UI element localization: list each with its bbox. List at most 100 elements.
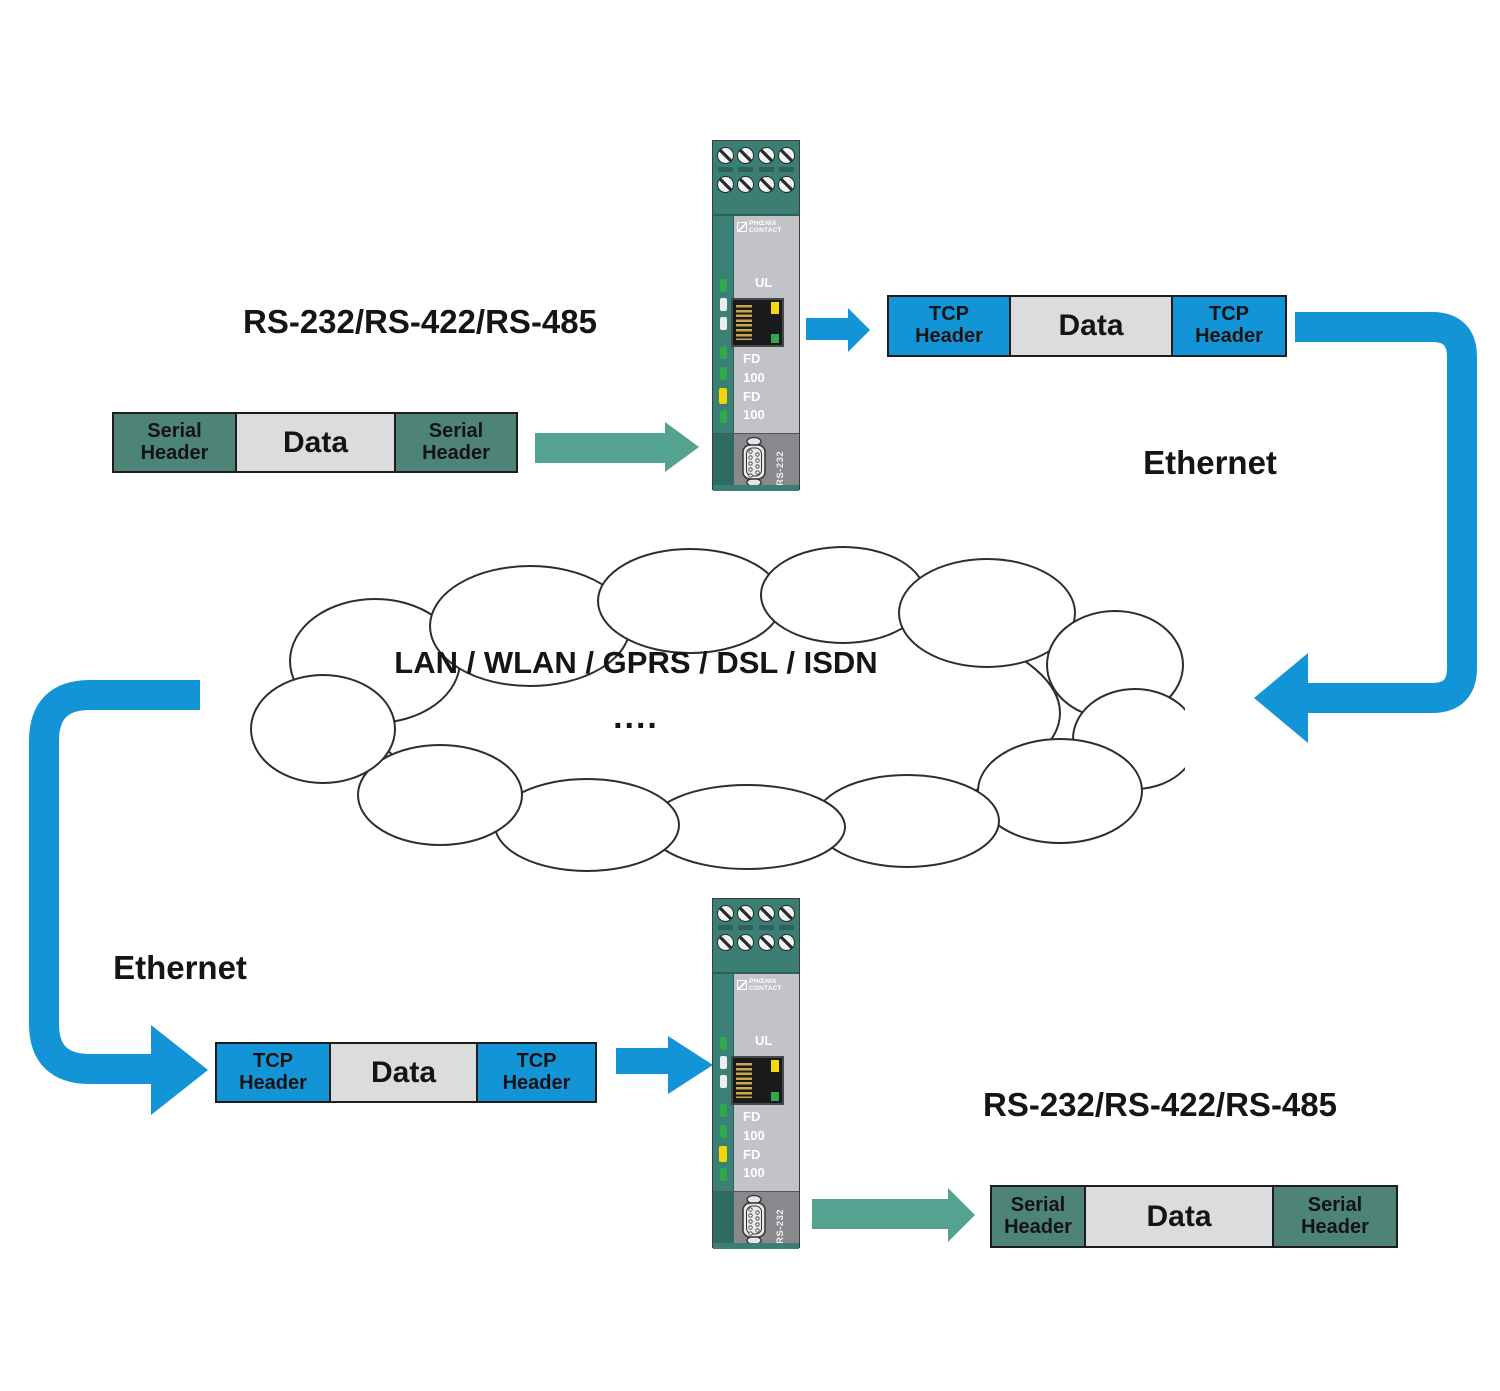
terminal-screw [716,905,734,922]
tcp-to-device-arrow [616,1036,713,1094]
led-indicator [720,1056,727,1069]
cloud-ellipsis: .... [613,698,659,736]
terminal-screw [737,176,755,193]
clamp-slot [718,167,734,172]
terminal-block [713,141,799,216]
serial-header-cell: Serial Header [1274,1187,1396,1246]
db9-connector [742,436,766,488]
cloud-to-ethernet-arrow [29,680,208,1115]
rj45-pins [736,305,752,340]
serial-port-section: RS-232 [713,1191,799,1249]
terminal-screw [737,934,755,951]
port-label: RS-232 [775,1208,786,1244]
terminal-screw [737,147,755,164]
top-protocol-label: RS-232/RS-422/RS-485 [242,303,597,340]
terminal-screw [716,934,734,951]
rj45-pins [736,1063,752,1098]
terminal-screw [778,905,796,922]
clamp-slot [718,925,734,930]
led-indicator [720,1075,727,1088]
tcp-header-cell: TCP Header [478,1044,595,1101]
led-indicator [719,388,727,404]
data-cell: Data [1009,297,1173,355]
clamp-slot [758,925,774,930]
device-to-tcp-arrow [806,308,870,352]
tcp-header-cell: TCP Header [889,297,1009,355]
db9-connector [742,1194,766,1246]
top-serial-frame: Serial Header Data Serial Header [112,412,518,473]
terminal-screw [737,905,755,922]
data-cell: Data [235,414,396,471]
rj45-port [731,1056,784,1105]
phoenix-logo-icon [737,980,747,991]
terminal-screw [716,147,734,164]
tcp-header-cell: TCP Header [217,1044,329,1101]
top-ethernet-label: Ethernet [1143,444,1277,481]
rj45-port [731,298,784,347]
terminal-screw [757,147,775,164]
led-indicator [720,317,727,330]
led-indicator [720,410,727,423]
100-label: 100 [743,1165,765,1180]
led-strip [713,974,734,1191]
led-indicator [720,298,727,311]
fd-label: FD [743,1147,761,1162]
fd-label: FD [743,1109,761,1124]
data-cell: Data [329,1044,478,1101]
cloud-network-list: LAN / WLAN / GPRS / DSL / ISDN [394,645,878,680]
terminal-screw [757,934,775,951]
led-indicator [720,1125,727,1138]
network-cloud [250,546,1185,872]
serial-header-cell: Serial Header [992,1187,1084,1246]
data-cell: Data [1084,1187,1274,1246]
ul-label: UL [755,1033,773,1048]
bottom-serial-frame: Serial Header Data Serial Header [990,1185,1398,1248]
clamp-slot [758,167,774,172]
terminal-screw [778,176,796,193]
led-indicator [720,1037,727,1050]
ul-label: UL [755,275,773,290]
clamp-slot [778,925,794,930]
led-indicator [719,1146,727,1162]
clamp-slot [738,925,754,930]
terminal-screw [778,934,796,951]
led-indicator [720,346,727,359]
rj45-yellow-led [771,302,779,314]
serial-to-device-arrow [535,422,699,472]
terminal-screw [757,176,775,193]
terminal-screw [716,176,734,193]
bottom-tcp-frame: TCP Header Data TCP Header [215,1042,597,1103]
100-label: 100 [743,1128,765,1143]
bottom-ethernet-label: Ethernet [113,949,247,986]
port-label: RS-232 [775,450,786,486]
phoenix-logo-icon [737,222,747,233]
top-tcp-frame: TCP Header Data TCP Header [887,295,1287,357]
100-label: 100 [743,370,765,385]
terminal-block [713,899,799,974]
bottom-protocol-label: RS-232/RS-422/RS-485 [982,1086,1337,1123]
fd-label: FD [743,389,761,404]
rj45-green-led [771,1092,779,1101]
rj45-yellow-led [771,1060,779,1072]
device-to-serial-arrow [812,1188,975,1242]
serial-header-cell: Serial Header [114,414,235,471]
terminal-screw [778,147,796,164]
led-indicator [720,1168,727,1181]
fd-label: FD [743,351,761,366]
serial-header-cell: Serial Header [396,414,516,471]
led-indicator [720,367,727,380]
clamp-slot [738,167,754,172]
led-indicator [720,279,727,292]
100-label: 100 [743,407,765,422]
rj45-green-led [771,334,779,343]
led-indicator [720,1104,727,1117]
clamp-slot [778,167,794,172]
terminal-screw [757,905,775,922]
ethernet-to-cloud-arrow [1254,312,1477,743]
serial-port-section: RS-232 [713,433,799,491]
